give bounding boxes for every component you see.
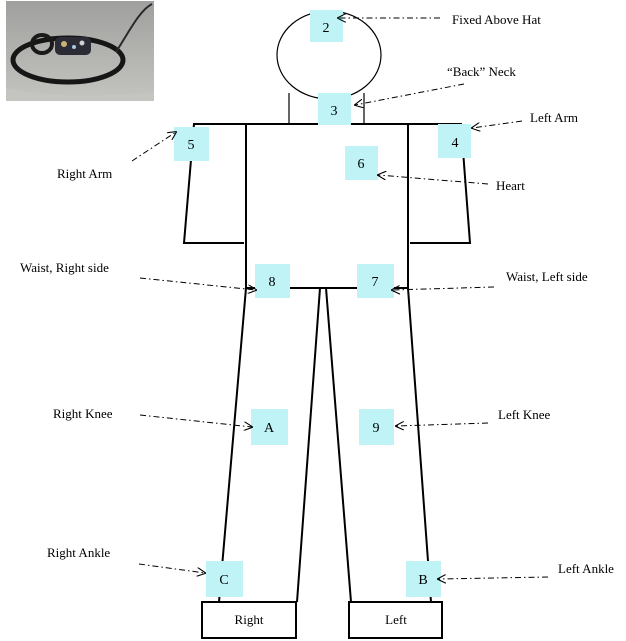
label-heart: Heart — [496, 178, 525, 193]
label-right-arm: Right Arm — [57, 166, 112, 181]
label-waist-left-side: Waist, Left side — [506, 269, 588, 284]
label-left-arm: Left Arm — [530, 110, 578, 125]
left-foot-label: Left — [385, 612, 407, 627]
marker-8: 8 — [255, 264, 290, 298]
marker-2: 2 — [310, 10, 343, 42]
marker-2-id: 2 — [323, 21, 330, 36]
leader-6 — [378, 175, 488, 184]
leader-3 — [355, 84, 464, 105]
leader-5 — [132, 132, 176, 161]
marker-7-id: 7 — [372, 275, 379, 290]
marker-8-id: 8 — [269, 275, 276, 290]
leader-4 — [472, 121, 522, 128]
marker-3: 3 — [318, 93, 351, 125]
marker-6-id: 6 — [358, 157, 365, 172]
torso — [246, 124, 408, 288]
marker-9: 9 — [359, 409, 394, 445]
marker-3-id: 3 — [331, 104, 338, 119]
marker-C: C — [206, 561, 243, 597]
leader-8 — [140, 278, 256, 290]
label-fixed-above-hat: Fixed Above Hat — [452, 12, 541, 27]
label-back-neck: “Back” Neck — [447, 64, 516, 79]
marker-5: 5 — [174, 127, 209, 161]
label-waist-right-side: Waist, Right side — [20, 260, 109, 275]
marker-A-id: A — [264, 421, 275, 436]
marker-B: B — [406, 561, 441, 597]
marker-6: 6 — [345, 146, 378, 180]
label-right-ankle: Right Ankle — [47, 545, 110, 560]
label-right-knee: Right Knee — [53, 406, 113, 421]
marker-C-id: C — [219, 573, 228, 588]
marker-A: A — [251, 409, 288, 445]
marker-4-id: 4 — [452, 136, 459, 151]
marker-7: 7 — [357, 264, 394, 298]
leader-B — [438, 577, 548, 579]
right-foot-label: Right — [235, 612, 264, 627]
marker-5-id: 5 — [188, 138, 195, 153]
leader-9 — [396, 423, 488, 426]
marker-B-id: B — [418, 573, 427, 588]
marker-9-id: 9 — [373, 421, 380, 436]
label-left-knee: Left Knee — [498, 407, 551, 422]
marker-4: 4 — [438, 124, 471, 158]
sensor-device-photo — [6, 1, 154, 101]
leader-C — [139, 564, 205, 573]
label-left-ankle: Left Ankle — [558, 561, 614, 576]
